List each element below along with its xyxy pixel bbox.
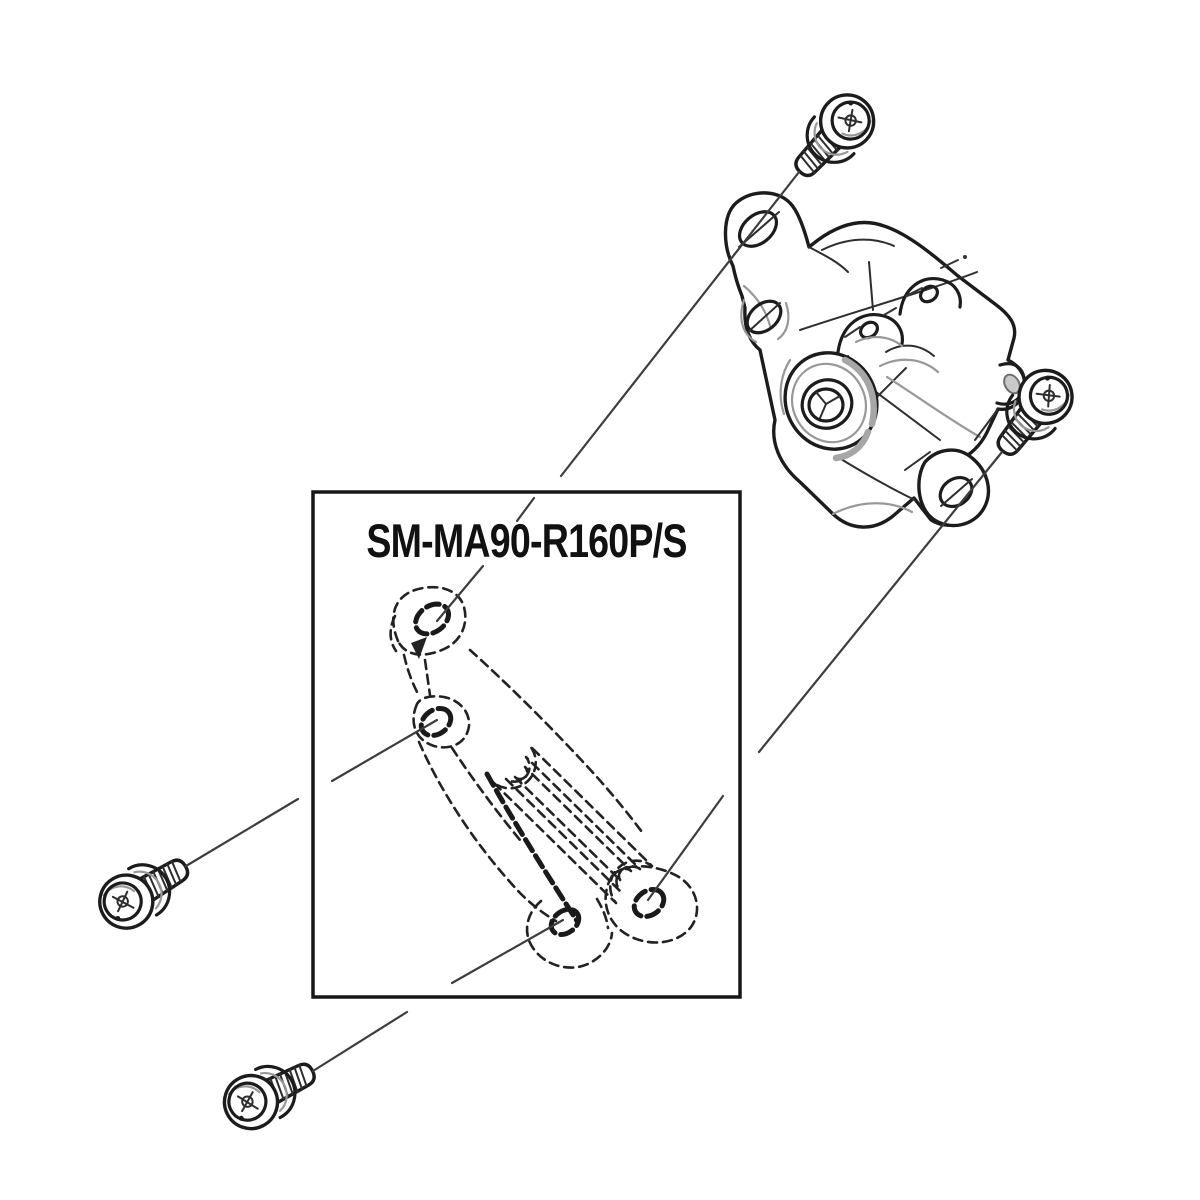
- adapter-hole-right: [631, 886, 667, 920]
- leader-right-bolt: [757, 450, 1004, 754]
- leader-lower-left-bolt: [184, 797, 300, 868]
- piston-boss: [779, 351, 879, 462]
- adapter-hole-mid: [418, 705, 454, 739]
- leader-lines: [184, 170, 1004, 1073]
- adapter-arm-edge: [468, 648, 644, 834]
- adapter-hole-top: [413, 601, 451, 637]
- adapter-hole-bottom: [548, 906, 582, 938]
- mount-bolt-lower-left: [87, 841, 202, 941]
- adapter-outline: [389, 585, 699, 969]
- adapter-frame-box: [311, 490, 742, 999]
- caliper-ear-hole-bottom: [938, 475, 974, 509]
- leader-top-bolt: [559, 170, 801, 478]
- caliper-facet-line: [821, 238, 895, 251]
- adapter-accent: [411, 637, 427, 659]
- mount-bolt-bottom: [213, 1045, 327, 1140]
- leader-bottom-bolt: [311, 1010, 409, 1073]
- caliper-ear-bottom: [917, 448, 991, 528]
- part-label: SM-MA90-R160P/S: [366, 514, 687, 567]
- adapter-shadow-edge: [484, 771, 580, 924]
- axis-dash: [940, 259, 959, 269]
- caliper-illustration: [723, 191, 1027, 529]
